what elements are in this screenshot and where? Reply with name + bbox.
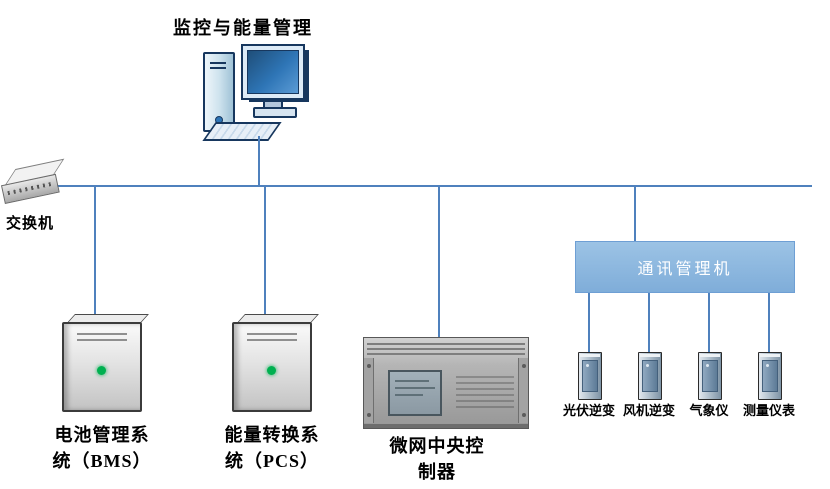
pc-tower-icon	[203, 52, 235, 132]
monitor-screen	[247, 50, 299, 94]
keyboard-icon	[202, 122, 282, 141]
tower-cap	[700, 354, 720, 357]
bms-label-line2: 统（BMS）	[52, 451, 152, 471]
pv-inverter-label: 光伏逆变	[562, 403, 615, 418]
connector-comm-to-pv-inverter	[588, 291, 590, 352]
server-front-face	[232, 322, 312, 412]
monitor-base	[253, 107, 297, 118]
controller-label-line1: 微网中央控	[389, 436, 485, 456]
page-title: 监控与能量管理	[173, 18, 313, 38]
server-led-indicator	[97, 366, 106, 375]
rack-ear	[518, 358, 528, 423]
connector-comm-to-weather-station	[708, 291, 710, 352]
bus-line	[8, 185, 812, 187]
rack-screen-text-line	[395, 394, 423, 396]
rack-ridge	[367, 348, 525, 350]
wind-inverter-device-icon	[638, 352, 662, 400]
bms-label-line1: 电池管理系	[54, 425, 150, 445]
tower-cap	[640, 354, 660, 357]
server-vent	[247, 333, 297, 335]
pcs-label-line1: 能量转换系	[224, 425, 320, 445]
monitor-icon	[241, 44, 305, 100]
tower-panel	[762, 360, 778, 392]
switch-label: 交换机	[6, 216, 55, 232]
tower-cap	[760, 354, 780, 357]
rack-screen-text-line	[395, 387, 435, 389]
connector-comm-to-wind-inverter	[648, 291, 650, 352]
tower-panel	[702, 360, 718, 392]
connector-comm-to-meter	[768, 291, 770, 352]
connector-computer-to-bus	[258, 136, 260, 186]
weather-station-label: 气象仪	[689, 403, 729, 418]
switch-icon	[0, 158, 68, 216]
tower-panel	[582, 360, 598, 392]
pcs-server-icon	[230, 314, 319, 412]
meter-label: 测量仪表	[742, 403, 795, 418]
weather-station-device-icon	[698, 352, 722, 400]
comm-manager-box: 通讯管理机	[575, 241, 795, 293]
pc-tower-slot	[210, 67, 226, 69]
pcs-label: 能量转换系 统（PCS）	[202, 422, 342, 474]
tower-panel	[642, 360, 658, 392]
rack-controller-icon	[363, 337, 529, 429]
controller-label-line2: 制器	[418, 462, 456, 482]
server-vent	[77, 339, 127, 341]
pc-tower-slot	[210, 62, 226, 64]
tower-cap	[580, 354, 600, 357]
rack-lcd-screen	[388, 370, 442, 416]
meter-device-icon	[758, 352, 782, 400]
server-front-face	[62, 322, 142, 412]
rack-ear	[364, 358, 374, 423]
rack-screen-text-line	[395, 380, 429, 382]
computer-icon	[193, 40, 315, 141]
server-led-indicator	[267, 366, 276, 375]
bms-server-icon	[60, 314, 149, 412]
wind-inverter-label: 风机逆变	[622, 403, 675, 418]
connector-bus-to-pcs	[264, 186, 266, 314]
rack-ridge	[367, 343, 525, 345]
pv-inverter-device-icon	[578, 352, 602, 400]
server-vent	[247, 339, 297, 341]
connector-bus-to-bms	[94, 186, 96, 314]
server-vent	[77, 333, 127, 335]
pcs-label-line2: 统（PCS）	[224, 451, 319, 471]
controller-label: 微网中央控 制器	[372, 433, 502, 485]
connector-bus-to-controller	[438, 186, 440, 337]
rack-vents	[456, 376, 514, 408]
rack-ridge	[367, 353, 525, 355]
switch-ports	[7, 182, 52, 196]
comm-manager-label: 通讯管理机	[637, 261, 733, 278]
connector-bus-to-comm-manager	[634, 186, 636, 241]
bms-label: 电池管理系 统（BMS）	[32, 422, 172, 474]
